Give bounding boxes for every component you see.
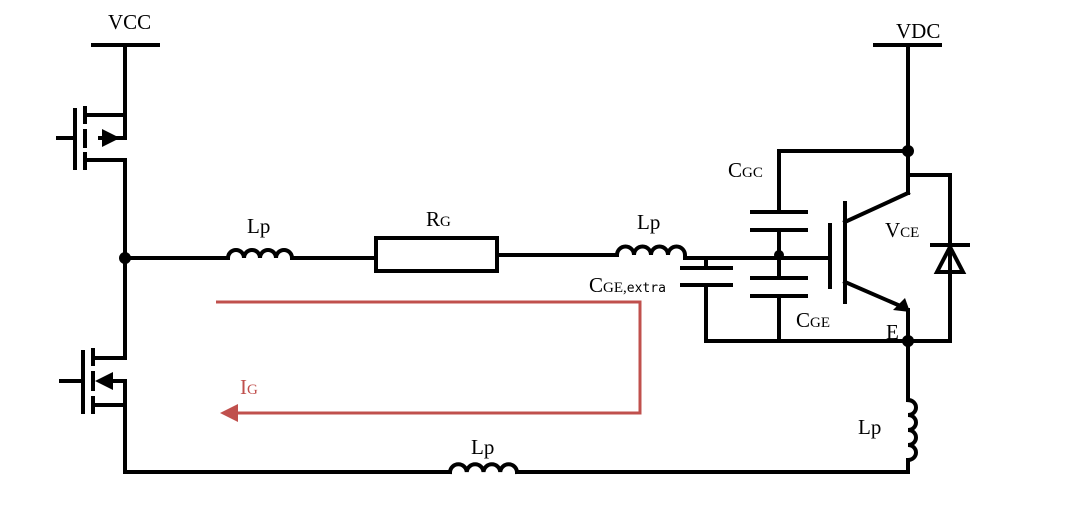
svg-text:CGE,extra: CGE,extra [589,273,666,297]
cge-extra-label: C [589,273,603,297]
svg-text:RG: RG [426,207,451,231]
vdc-label: VDC [896,19,940,43]
upper-mosfet [56,106,127,260]
inductor-lp4 [447,462,520,475]
cge-extra-suffix: extra [627,281,666,296]
resistor-rg [374,236,499,273]
vcc-label: VCC [108,10,151,34]
inductor-lp2 [614,244,688,258]
svg-text:IG: IG [240,375,258,399]
cgc-label: C [728,158,742,182]
ig-sub: G [247,382,258,398]
gate-current-path [216,300,642,422]
cge-extra-sub: GE, [603,280,627,296]
arrow-left-icon [220,404,238,422]
cge-label: C [796,308,810,332]
freewheel-diode [906,173,970,343]
rg-sub: G [440,214,451,230]
cge-sub: GE [810,315,830,331]
vce-label: V [885,218,900,242]
lower-mosfet [59,256,127,474]
inductor-lp1 [225,248,295,261]
lp3-label: Lp [858,415,881,439]
ig-label: I [240,375,247,399]
lp1-label: Lp [247,214,270,238]
emitter-label: E [886,320,899,344]
lp2-label: Lp [637,210,660,234]
rg-label: R [426,207,440,231]
inductor-lp3 [905,397,918,474]
cgc-sub: GC [742,165,763,181]
wires [56,43,970,475]
lp4-label: Lp [471,435,494,459]
svg-text:CGC: CGC [728,158,763,182]
capacitor-cge-extra [680,256,733,343]
igbt [828,43,911,402]
svg-text:CGE: CGE [796,308,830,332]
svg-text:VCE: VCE [885,218,919,242]
vce-sub: CE [900,225,919,241]
